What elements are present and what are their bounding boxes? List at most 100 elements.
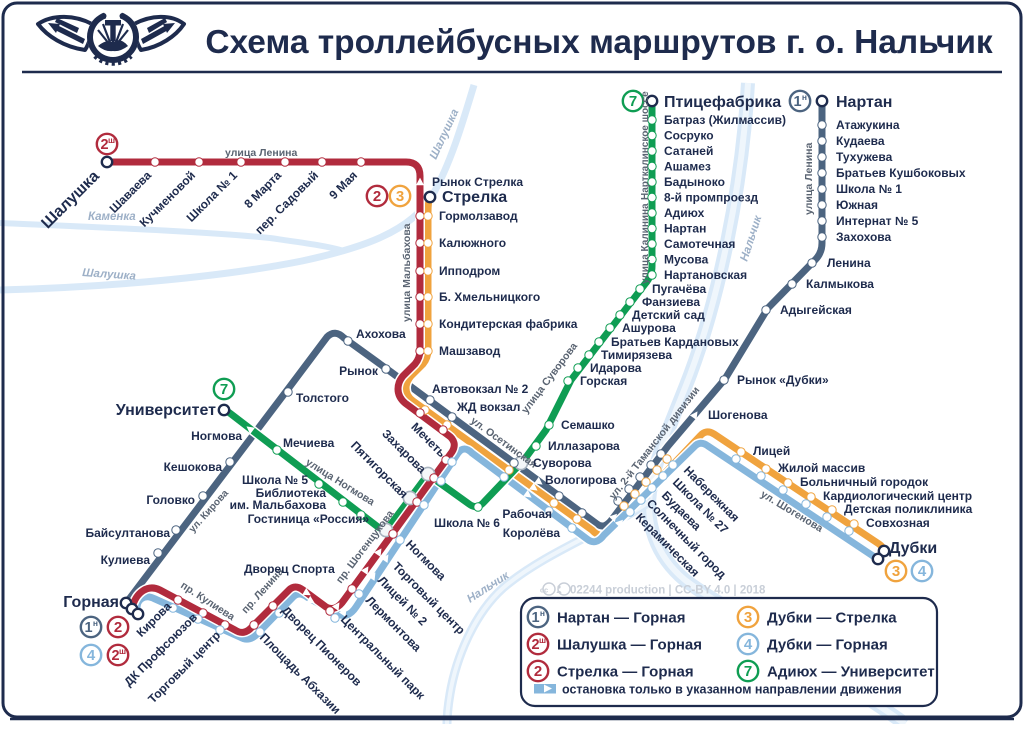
svg-text:Ахохова: Ахохова	[356, 327, 406, 341]
svg-text:н: н	[540, 608, 545, 618]
svg-text:Рынок: Рынок	[339, 364, 379, 378]
svg-text:Адиюх — Университет: Адиюх — Университет	[767, 664, 935, 681]
svg-text:Идарова: Идарова	[590, 361, 642, 375]
svg-text:Мусова: Мусова	[664, 253, 709, 267]
svg-text:Лицей: Лицей	[753, 444, 790, 458]
svg-text:ЖД вокзал: ЖД вокзал	[456, 400, 520, 414]
svg-text:Семашко: Семашко	[561, 418, 615, 432]
svg-text:Ашурова: Ашурова	[622, 321, 676, 335]
svg-text:Нартан: Нартан	[664, 222, 706, 236]
svg-text:Кардиологический центр: Кардиологический центр	[823, 489, 972, 503]
svg-text:Тухужева: Тухужева	[836, 150, 893, 164]
svg-text:Кудаева: Кудаева	[836, 134, 885, 148]
svg-text:Королёва: Королёва	[503, 526, 561, 540]
svg-text:3: 3	[396, 188, 404, 205]
svg-text:Ипподром: Ипподром	[439, 264, 500, 278]
svg-text:Атажукина: Атажукина	[836, 118, 900, 132]
svg-text:Школа № 1: Школа № 1	[836, 182, 902, 196]
svg-text:Нартановская: Нартановская	[664, 268, 747, 282]
svg-text:остановка только в указанном н: остановка только в указанном направлении…	[562, 683, 902, 697]
svg-text:Самотечная: Самотечная	[664, 237, 735, 251]
svg-text:Кешокова: Кешокова	[164, 460, 223, 474]
svg-text:Больничный городок: Больничный городок	[800, 475, 929, 489]
svg-text:ш: ш	[539, 635, 546, 645]
svg-text:Автовокзал № 2: Автовокзал № 2	[432, 382, 529, 396]
svg-text:2: 2	[534, 663, 542, 680]
svg-text:4: 4	[744, 636, 753, 653]
svg-text:Суворова: Суворова	[533, 456, 592, 470]
svg-text:2: 2	[373, 188, 381, 205]
svg-text:Вологирова: Вологирова	[545, 473, 617, 487]
svg-text:Машзавод: Машзавод	[439, 344, 501, 358]
svg-text:Кулиева: Кулиева	[101, 553, 151, 567]
svg-text:4: 4	[87, 647, 96, 664]
svg-text:Каменка: Каменка	[88, 211, 136, 223]
svg-text:Б. Хмельницкого: Б. Хмельницкого	[439, 290, 540, 304]
svg-text:2: 2	[111, 648, 119, 664]
svg-text:Дубки: Дубки	[889, 540, 937, 557]
svg-text:Фанзиева: Фанзиева	[642, 295, 700, 309]
svg-text:Университет: Университет	[116, 402, 216, 419]
svg-text:Школа № 5: Школа № 5	[242, 473, 308, 487]
svg-text:ш: ш	[119, 646, 126, 656]
svg-text:Стрелка: Стрелка	[442, 189, 507, 206]
svg-text:3: 3	[892, 563, 900, 580]
svg-text:Школа № 6: Школа № 6	[434, 516, 500, 530]
svg-text:Ленина: Ленина	[827, 256, 871, 270]
svg-text:Совхозная: Совхозная	[866, 516, 930, 530]
svg-text:Тимирязева: Тимирязева	[601, 348, 672, 362]
svg-text:Мечиева: Мечиева	[283, 436, 335, 450]
svg-text:1: 1	[531, 610, 539, 626]
svg-text:Захохова: Захохова	[836, 230, 892, 244]
svg-text:н: н	[93, 618, 98, 628]
svg-text:Гостиница «Россия»: Гостиница «Россия»	[248, 512, 370, 526]
svg-text:Нартан: Нартан	[836, 94, 892, 111]
svg-text:Стрелка — Горная: Стрелка — Горная	[557, 664, 694, 681]
svg-text:Сосруко: Сосруко	[664, 129, 714, 143]
svg-text:ш: ш	[108, 135, 115, 145]
svg-text:Братьев Кушбоковых: Братьев Кушбоковых	[836, 166, 966, 180]
svg-text:Библиотека: Библиотека	[256, 486, 327, 500]
svg-text:2: 2	[114, 619, 122, 636]
svg-text:Южная: Южная	[836, 198, 878, 212]
svg-text:Батраз (Жилмассив): Батраз (Жилмассив)	[664, 113, 786, 127]
svg-text:4: 4	[918, 563, 927, 580]
svg-text:Горная: Горная	[63, 594, 119, 611]
svg-text:8-й промпроезд: 8-й промпроезд	[664, 191, 759, 205]
svg-text:Жилой массив: Жилой массив	[777, 461, 865, 475]
svg-text:02244 production | CC-BY 4.0 |: 02244 production | CC-BY 4.0 | 2018	[570, 585, 766, 597]
svg-text:Шогенова: Шогенова	[708, 408, 768, 422]
svg-text:улица Мальбахова: улица Мальбахова	[401, 223, 413, 322]
svg-text:Шалушка: Шалушка	[82, 267, 137, 283]
svg-text:7: 7	[220, 381, 228, 398]
svg-text:улица Калинина: улица Калинина	[640, 203, 651, 284]
svg-text:улица Ленина: улица Ленина	[225, 147, 298, 159]
svg-text:Дубки — Горная: Дубки — Горная	[767, 637, 888, 654]
svg-text:Птицефабрика: Птицефабрика	[664, 94, 781, 111]
svg-text:им. Мальбахова: им. Мальбахова	[230, 498, 327, 512]
svg-text:2: 2	[531, 637, 539, 653]
svg-text:7: 7	[629, 93, 637, 110]
svg-text:Схема троллейбусных маршрутов: Схема троллейбусных маршрутов г. о. Наль…	[205, 24, 993, 61]
svg-text:Кондитерская фабрика: Кондитерская фабрика	[439, 317, 578, 331]
svg-text:Бадыноко: Бадыноко	[664, 175, 725, 189]
svg-text:cc: cc	[540, 586, 548, 595]
svg-text:Гормолзавод: Гормолзавод	[439, 209, 518, 223]
svg-text:Нарткалинское шоссе: Нарткалинское шоссе	[640, 91, 651, 200]
svg-text:Горская: Горская	[580, 374, 627, 388]
svg-text:улица Ленина: улица Ленина	[803, 142, 815, 215]
svg-text:Пугачёва: Пугачёва	[652, 282, 707, 296]
svg-text:Иллазарова: Иллазарова	[548, 439, 620, 453]
svg-text:Шалушка — Горная: Шалушка — Горная	[557, 637, 702, 654]
svg-text:Братьев Кардановых: Братьев Кардановых	[611, 335, 739, 349]
svg-text:1: 1	[84, 620, 92, 636]
svg-text:2: 2	[100, 137, 108, 153]
svg-text:3: 3	[744, 609, 752, 626]
svg-text:Адыгейская: Адыгейская	[780, 303, 852, 317]
svg-text:Рынок Стрелка: Рынок Стрелка	[432, 175, 523, 189]
svg-text:Рабочая: Рабочая	[502, 507, 552, 521]
svg-text:Ногмова: Ногмова	[191, 429, 242, 443]
svg-text:Рынок «Дубки»: Рынок «Дубки»	[737, 373, 829, 387]
svg-text:Детский сад: Детский сад	[632, 308, 705, 322]
svg-text:1: 1	[793, 94, 801, 110]
